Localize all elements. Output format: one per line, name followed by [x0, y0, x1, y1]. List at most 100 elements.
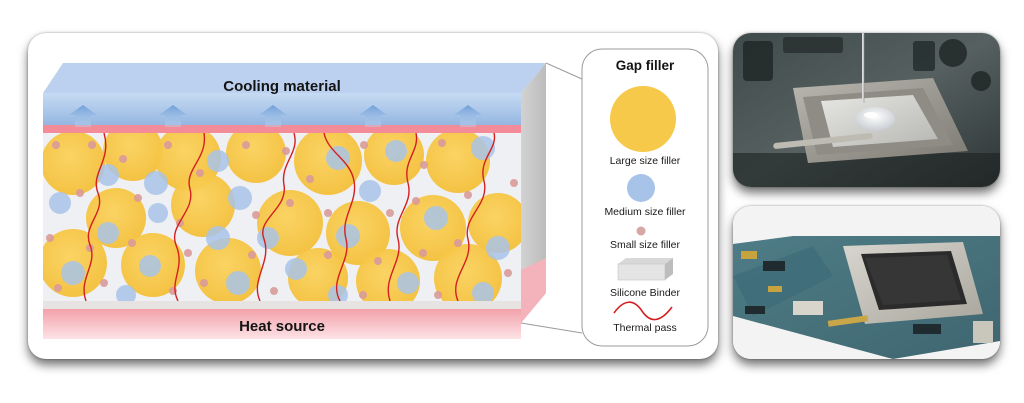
large-filler: [171, 173, 235, 237]
medium-filler: [257, 227, 279, 249]
heat-source-label: Heat source: [239, 318, 325, 335]
medium-filler: [206, 226, 230, 250]
small-filler: [196, 169, 204, 177]
heat-arrow: [69, 105, 97, 127]
small-filler: [438, 139, 446, 147]
thermal-path: [83, 133, 107, 301]
medium-filler: [144, 171, 168, 195]
binder-interface-line: [43, 301, 521, 309]
large-filler: [43, 133, 105, 195]
medium-filler: [97, 164, 119, 186]
cooling-material-band: [43, 93, 521, 129]
small-filler: [52, 141, 60, 149]
small-filler: [360, 141, 368, 149]
heat-source-band: [43, 309, 521, 339]
small-filler: [270, 287, 278, 295]
circuit-board-chip-photo: [733, 206, 1000, 359]
medium-filler: [486, 236, 510, 260]
medium-filler: [139, 255, 161, 277]
small-filler: [54, 284, 62, 292]
thermal-path: [387, 133, 418, 301]
small-filler: [386, 209, 394, 217]
small-filler: [282, 147, 290, 155]
medium-filler: [97, 222, 119, 244]
small-filler: [504, 269, 512, 277]
small-filler: [420, 161, 428, 169]
small-filler: [454, 239, 462, 247]
large-filler: [226, 133, 286, 183]
medium-filler: [359, 180, 381, 202]
cooling-layer-top-face: [43, 63, 546, 93]
circuit-board-chip-illustration: [733, 206, 1000, 359]
cpu-thermal-paste-photo: [733, 33, 1000, 187]
thermal-path: [173, 133, 206, 301]
heat-arrow: [359, 105, 387, 127]
gap-filler-diagram-panel: Cooling material: [28, 33, 718, 359]
small-filler: [242, 141, 250, 149]
thermal-path: [455, 133, 496, 301]
small-filler: [252, 211, 260, 219]
cooling-interface-line: [43, 125, 521, 133]
cpu-thermal-paste-illustration: [733, 33, 1000, 187]
filler-particles: [43, 133, 521, 301]
medium-filler: [328, 285, 348, 301]
gap-filler-diagram: Cooling material: [43, 48, 709, 347]
heat-arrow: [159, 105, 187, 127]
legend-item-label: Medium size filler: [604, 206, 686, 218]
medium-filler-icon: [627, 174, 655, 202]
small-filler: [324, 251, 332, 259]
small-filler: [100, 279, 108, 287]
medium-filler: [49, 192, 71, 214]
small-filler: [412, 197, 420, 205]
small-filler: [200, 279, 208, 287]
thermal-pass-icon: [613, 301, 673, 321]
heat-flow-arrows: [69, 105, 482, 127]
medium-filler: [385, 140, 407, 162]
medium-filler: [326, 146, 350, 170]
medium-filler-group: [49, 136, 510, 301]
medium-filler: [472, 282, 494, 301]
legend: Gap filler Large size filler Medium size…: [581, 48, 709, 347]
legend-item-label: Silicone Binder: [610, 287, 681, 299]
small-filler: [374, 257, 382, 265]
heat-arrow: [454, 105, 482, 127]
medium-filler: [285, 258, 307, 280]
connector-line: [520, 322, 583, 334]
small-filler: [88, 141, 96, 149]
large-filler: [103, 133, 163, 181]
small-filler: [359, 291, 367, 299]
medium-filler: [226, 271, 250, 295]
medium-filler: [61, 261, 85, 285]
large-filler: [195, 238, 261, 301]
legend-item-label: Small size filler: [610, 239, 681, 251]
small-filler: [419, 249, 427, 257]
small-filler: [306, 175, 314, 183]
cooling-material-label: Cooling material: [223, 78, 341, 95]
small-filler: [286, 199, 294, 207]
thermal-path: [256, 133, 296, 301]
large-filler: [468, 193, 521, 253]
heat-side-face: [521, 258, 546, 323]
small-filler: [184, 249, 192, 257]
legend-item-label: Large size filler: [610, 155, 681, 167]
medium-filler: [397, 272, 419, 294]
medium-filler: [148, 203, 168, 223]
small-filler: [464, 191, 472, 199]
medium-filler: [336, 224, 360, 248]
small-filler-icon: [636, 226, 646, 236]
small-filler: [434, 291, 442, 299]
thermal-path: [323, 133, 356, 301]
large-filler-icon: [610, 86, 676, 152]
small-filler: [76, 189, 84, 197]
thermal-paths: [83, 133, 496, 301]
heat-arrow: [259, 105, 287, 127]
small-filler: [164, 141, 172, 149]
small-filler: [134, 194, 142, 202]
connector-line: [545, 62, 583, 80]
small-filler: [248, 251, 256, 259]
small-filler: [46, 234, 54, 242]
medium-filler: [424, 206, 448, 230]
silicone-binder-icon: [617, 258, 673, 281]
small-filler: [510, 179, 518, 187]
small-filler: [119, 155, 127, 163]
